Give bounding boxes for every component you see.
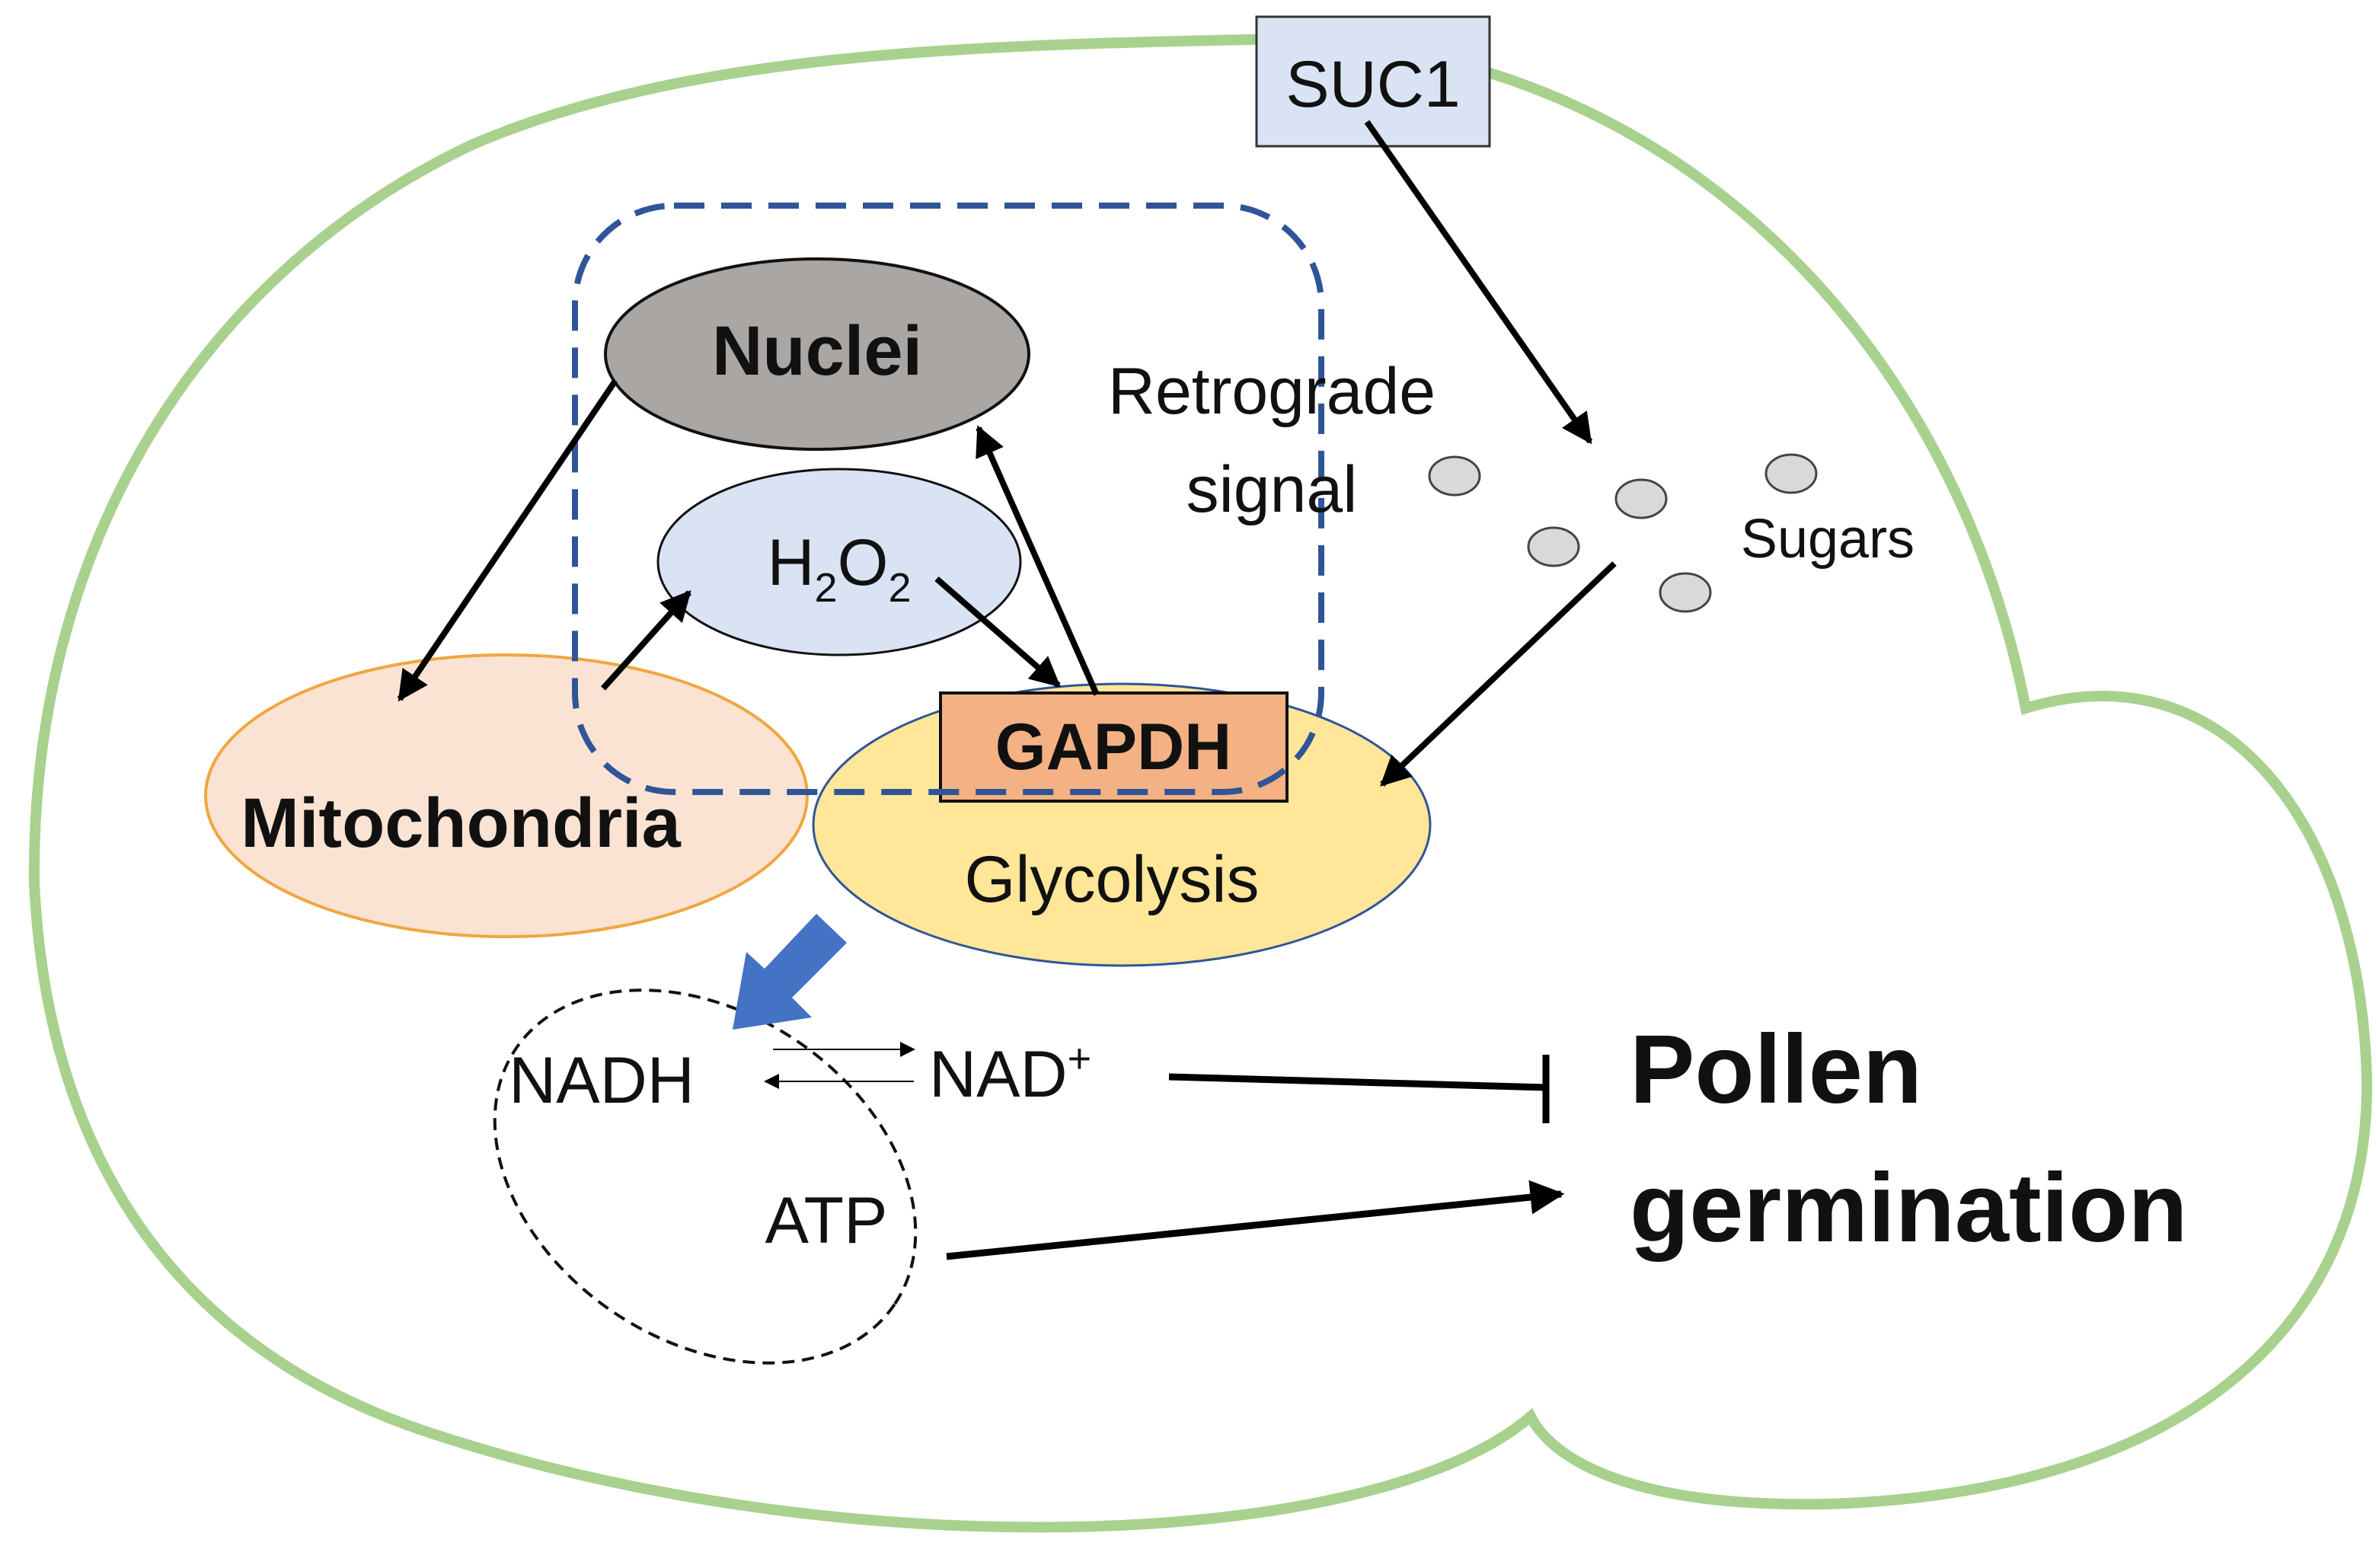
nuclei-label: Nuclei: [712, 312, 922, 390]
nadh-label: NADH: [509, 1044, 695, 1117]
retrograde-label-line2: signal: [1186, 453, 1358, 526]
glycolysis-label: Glycolysis: [964, 843, 1259, 916]
h2o2-ellipse: [656, 468, 1022, 656]
gapdh-label: GAPDH: [995, 711, 1232, 784]
h2o2-label: H2O2: [767, 526, 911, 611]
mitochondria-label: Mitochondria: [241, 784, 681, 862]
sugars-label: Sugars: [1741, 509, 1915, 570]
suc1-label: SUC1: [1285, 48, 1460, 121]
gapdh-box: [939, 691, 1289, 803]
gapdh-to-nuclei-arrow: [976, 425, 1100, 696]
pollen-label-line1: Pollen: [1630, 1015, 1922, 1124]
pollen-label-line2: germination: [1630, 1154, 2188, 1263]
sugar-molecule: [1428, 455, 1481, 497]
h2o2-to-gapdh-arrow: [934, 576, 1062, 688]
nuclei-ellipse: [604, 257, 1030, 451]
sugar-molecules: [1428, 453, 1818, 613]
atp-label: ATP: [765, 1184, 888, 1257]
sugar-molecule: [1659, 572, 1712, 613]
nuclei-to-mitochondria-arrow: [397, 378, 618, 702]
sugars-to-glycolysis-arrow: [1380, 561, 1617, 787]
mitochondria-to-h2o2-arrow: [601, 590, 691, 691]
sugar-molecule: [1614, 478, 1668, 519]
retrograde-signal-region: [572, 203, 1324, 795]
mitochondria-ellipse: [204, 653, 809, 938]
retrograde-label-line1: Retrograde: [1108, 355, 1436, 428]
nad-inhibits-germination: [1168, 1055, 1550, 1123]
sugar-molecule: [1527, 526, 1580, 567]
suc1-box: SUC1: [1255, 15, 1491, 148]
suc1-to-sugars-arrow: [1364, 120, 1593, 445]
nad-label: NAD+: [929, 1036, 1091, 1111]
glycolysis-to-nadh-block-arrow: [733, 914, 847, 1030]
sugar-molecule: [1764, 453, 1818, 494]
atp-to-germination-arrow: [946, 1180, 1565, 1260]
